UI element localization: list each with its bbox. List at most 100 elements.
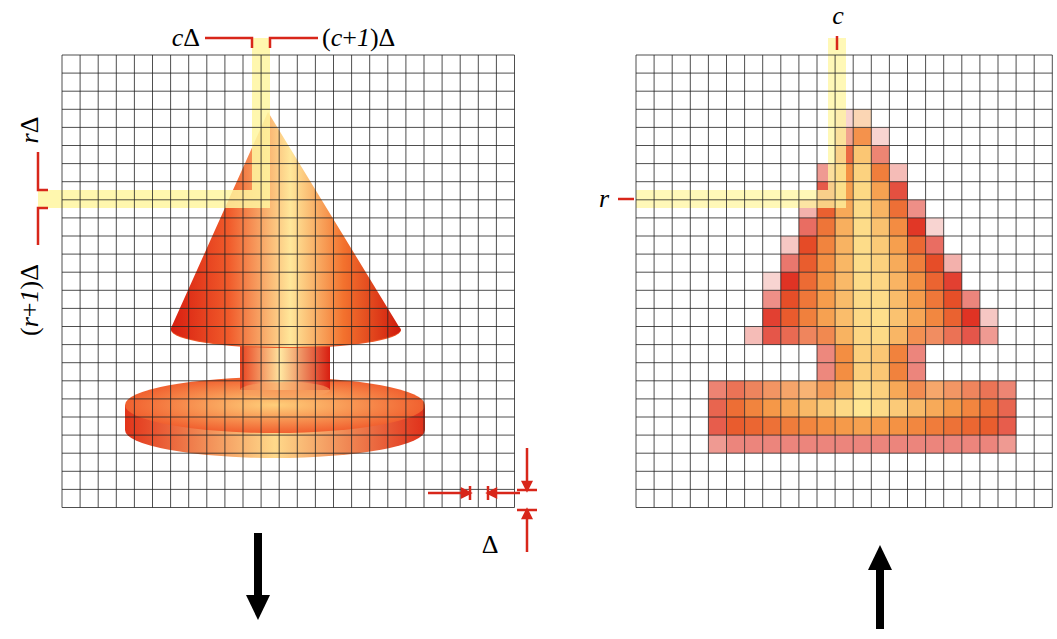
pixel: [745, 381, 763, 399]
pixel: [926, 381, 944, 399]
pixel: [781, 254, 799, 272]
pixel: [980, 308, 998, 326]
pixel: [727, 417, 745, 435]
pixel: [908, 200, 926, 218]
grid-lines: [636, 55, 1052, 508]
pixel: [871, 218, 889, 236]
pixel: [781, 308, 799, 326]
pixel: [889, 182, 907, 200]
pixel: [853, 254, 871, 272]
pixel: [835, 236, 853, 254]
pixel: [908, 381, 926, 399]
pixel: [853, 381, 871, 399]
pixel: [908, 290, 926, 308]
pixel: [889, 272, 907, 290]
pixel: [853, 182, 871, 200]
pixel: [944, 381, 962, 399]
pixel: [708, 417, 726, 435]
pixel: [871, 327, 889, 345]
pixel: [853, 327, 871, 345]
pixel: [853, 236, 871, 254]
pixel: [763, 272, 781, 290]
dimension-label: c: [832, 3, 844, 29]
pixel: [944, 399, 962, 417]
pixel: [944, 435, 962, 453]
pixel: [889, 236, 907, 254]
pixel: [745, 417, 763, 435]
pixel: [799, 417, 817, 435]
pixel: [962, 290, 980, 308]
pixel: [708, 435, 726, 453]
pixel: [908, 417, 926, 435]
pixel: [799, 290, 817, 308]
pixel: [962, 308, 980, 326]
pixel: [962, 417, 980, 435]
pixel: [817, 254, 835, 272]
pixel: [871, 127, 889, 145]
pixel: [908, 345, 926, 363]
pixel: [889, 200, 907, 218]
pixel: [817, 417, 835, 435]
pixel: [871, 308, 889, 326]
pixel: [908, 327, 926, 345]
pixel: [817, 236, 835, 254]
pixel: [944, 272, 962, 290]
grid-lines: [62, 55, 515, 508]
pixel: [944, 254, 962, 272]
pixel: [835, 381, 853, 399]
pixel: [980, 381, 998, 399]
pixel-grid: [636, 55, 1052, 508]
pixel: [817, 308, 835, 326]
pixel: [889, 218, 907, 236]
pixel: [853, 164, 871, 182]
pixel: [908, 218, 926, 236]
pixel: [835, 272, 853, 290]
pixel: [817, 363, 835, 381]
pixel: [853, 218, 871, 236]
pixel: [799, 218, 817, 236]
pixel: [962, 435, 980, 453]
pixel: [962, 327, 980, 345]
pixel: [889, 399, 907, 417]
pixel: [926, 308, 944, 326]
dimension-label: cΔ: [172, 25, 200, 51]
pixel: [871, 236, 889, 254]
pixel: [853, 363, 871, 381]
pixel: [817, 327, 835, 345]
pixel: [799, 399, 817, 417]
pixel: [835, 399, 853, 417]
pixel: [871, 417, 889, 435]
pixel: [889, 290, 907, 308]
pixel: [853, 200, 871, 218]
pixel: [763, 308, 781, 326]
pixel: [835, 345, 853, 363]
pixel: [853, 127, 871, 145]
pixel: [926, 399, 944, 417]
highlight-strip: [38, 38, 270, 208]
dimension-label: r: [599, 186, 609, 212]
pixel: [908, 399, 926, 417]
pixel: [853, 417, 871, 435]
pixel: [944, 290, 962, 308]
pixel: [708, 399, 726, 417]
pixel: [998, 435, 1016, 453]
pixel: [799, 254, 817, 272]
pixel: [889, 381, 907, 399]
pixel: [763, 417, 781, 435]
pixel: [853, 345, 871, 363]
pixel: [889, 254, 907, 272]
pixel: [817, 272, 835, 290]
pixel: [835, 327, 853, 345]
pixel: [926, 290, 944, 308]
pixel: [781, 381, 799, 399]
pixel: [835, 417, 853, 435]
pixel: [708, 381, 726, 399]
pixel: [745, 327, 763, 345]
pixel: [908, 254, 926, 272]
pixel: [817, 435, 835, 453]
pixel: [853, 146, 871, 164]
pixel: [871, 345, 889, 363]
pixel: [926, 272, 944, 290]
dimension-tick: [38, 36, 837, 552]
